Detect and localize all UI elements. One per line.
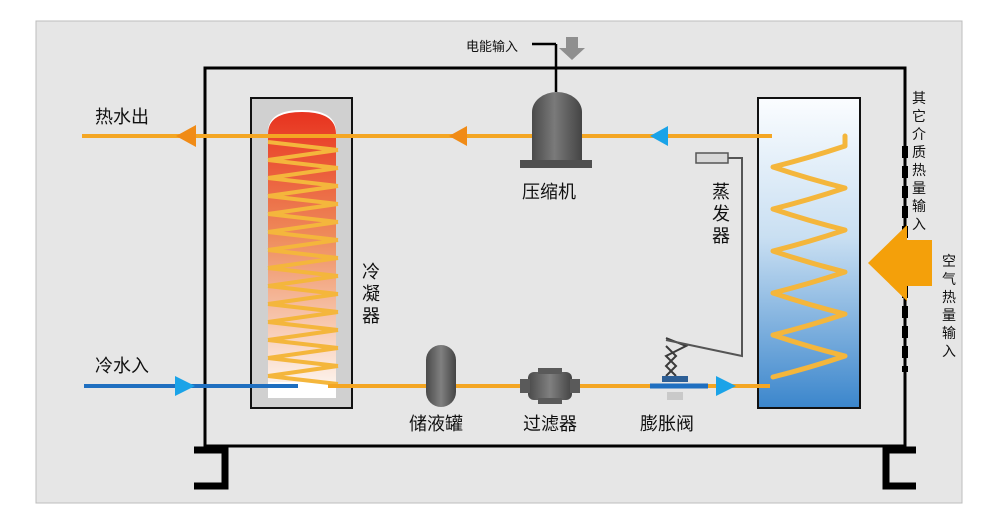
condenser-coil	[267, 140, 339, 386]
other-heat-label-char: 其	[912, 91, 926, 107]
condenser-label-char: 器	[362, 306, 380, 327]
evaporator-label-char: 发	[712, 204, 730, 225]
air-heat-label-char: 输	[942, 326, 956, 342]
receiver-tank	[426, 345, 456, 407]
condenser-coil-turns	[267, 140, 339, 386]
air-heat-label-char: 气	[942, 272, 956, 288]
air-heat-label-char: 空	[942, 254, 956, 270]
evaporator-label-char: 器	[712, 226, 730, 247]
left-arrow-icon	[868, 225, 932, 301]
arrow-to-condenser	[449, 126, 467, 146]
air-heat-label-char: 量	[942, 308, 956, 324]
other-heat-label-char: 输	[912, 199, 926, 215]
right-foot	[882, 446, 916, 490]
other-heat-label-char: 质	[912, 145, 926, 161]
compressor	[520, 92, 592, 168]
down-arrow-icon	[559, 37, 585, 60]
compressor-label: 压缩机	[522, 182, 576, 203]
left-foot	[194, 446, 229, 490]
evaporator-coil-turns	[770, 133, 848, 380]
sensing-bulb	[695, 152, 729, 164]
air-heat-label-char: 热	[942, 290, 956, 306]
other-heat-label-char: 介	[912, 127, 926, 143]
arrow-from-evaporator	[650, 126, 668, 146]
hot-water-out-label: 热水出	[95, 107, 149, 128]
other-heat-label-char: 它	[912, 108, 926, 125]
other-heat-label-char: 量	[912, 181, 926, 197]
filter-label: 过滤器	[523, 414, 577, 435]
expansion-valve-label: 膨胀阀	[640, 414, 694, 435]
evaporator-label-char: 蒸	[712, 182, 730, 203]
filter-drier	[520, 368, 580, 404]
condenser-label-char: 凝	[362, 284, 380, 305]
evaporator-coil	[770, 133, 848, 380]
receiver-label: 储液罐	[409, 414, 463, 435]
capillary-tube	[665, 157, 743, 358]
cold-water-in-label: 冷水入	[95, 356, 149, 377]
air-heat-label-char: 入	[942, 344, 956, 360]
arrow-hot-out	[176, 125, 196, 147]
arrow-to-evaporator	[716, 376, 736, 396]
evaporator-label: 蒸发器	[712, 182, 730, 247]
condenser-label-char: 冷	[362, 262, 380, 283]
power-input-label: 电能输入	[466, 39, 518, 55]
condenser-label: 冷凝器	[362, 262, 380, 327]
other-heat-label-char: 入	[912, 217, 926, 233]
other-heat-label-char: 热	[912, 163, 926, 179]
arrow-cold-in	[175, 376, 195, 396]
